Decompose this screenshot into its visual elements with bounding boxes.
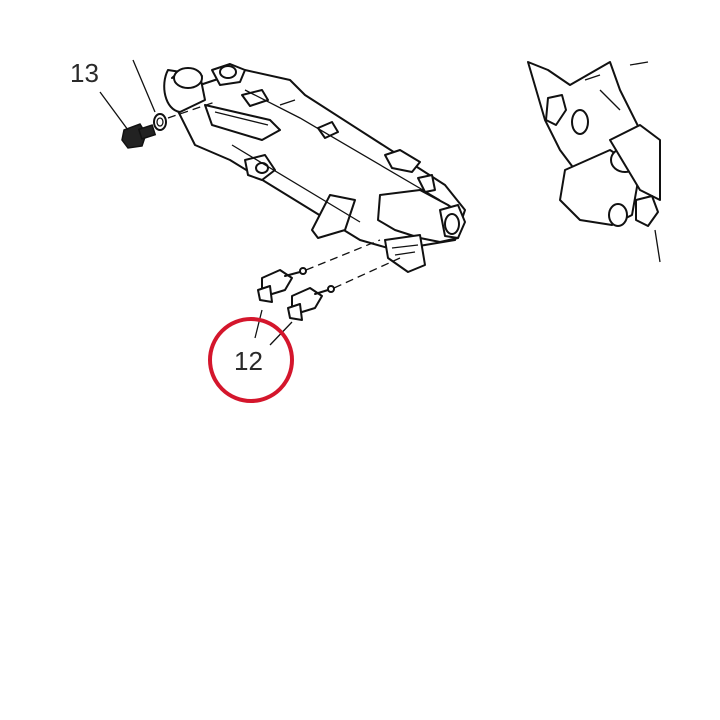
axle-housing bbox=[163, 63, 466, 273]
callout-12: 12 bbox=[234, 346, 263, 376]
leader-line-13 bbox=[99, 91, 129, 131]
adjacent-assembly bbox=[527, 61, 661, 263]
leader-line-13b bbox=[132, 59, 156, 113]
washer-icon bbox=[153, 113, 167, 131]
callout-13: 13 bbox=[70, 58, 99, 88]
clip-part-12 bbox=[254, 239, 401, 346]
highlight-ring bbox=[208, 317, 294, 403]
